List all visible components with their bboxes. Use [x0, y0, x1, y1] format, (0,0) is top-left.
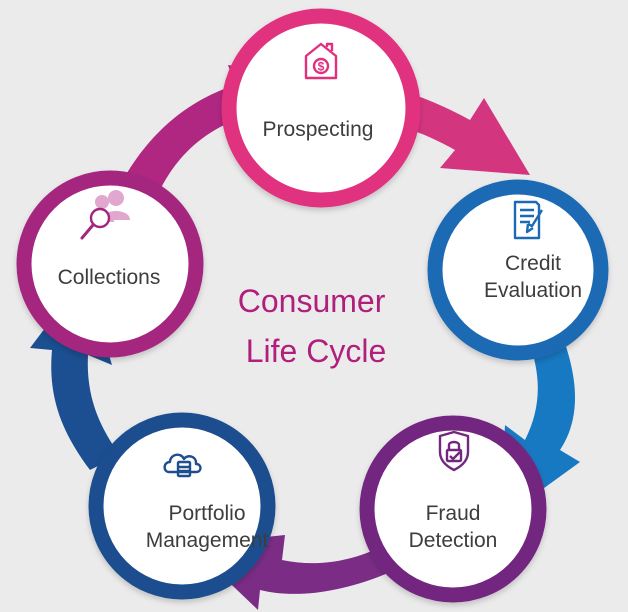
- house-dollar-icon: $: [304, 42, 338, 80]
- stage-label-prospecting: Prospecting: [263, 118, 374, 141]
- stage-label-line: Detection: [409, 529, 498, 552]
- stage-label-line: Prospecting: [263, 118, 374, 141]
- stage-ring: [16, 170, 204, 358]
- stage-collections: Collections: [16, 170, 204, 358]
- stage-ring: [221, 8, 421, 208]
- stage-ring: [359, 415, 547, 603]
- center-title-line2: Life Cycle: [246, 333, 387, 369]
- stage-label-line: Management: [146, 529, 269, 552]
- stage-ring: [427, 179, 609, 361]
- cloud-database-icon: [163, 453, 202, 478]
- stage-label-line: Collections: [58, 266, 161, 289]
- stage-label-line: Fraud: [426, 502, 481, 525]
- stage-label-collections: Collections: [58, 266, 161, 289]
- stage-ring: [88, 412, 276, 600]
- stage-label-line: Credit: [505, 252, 561, 275]
- stage-label-line: Evaluation: [484, 279, 582, 302]
- stage-label-line: Portfolio: [168, 502, 245, 525]
- svg-text:$: $: [318, 60, 325, 74]
- people-search-icon: [80, 190, 130, 240]
- stage-prospecting: $ Prospecting: [221, 8, 421, 208]
- shield-lock-icon: [438, 430, 470, 472]
- document-check-icon: [513, 200, 544, 240]
- center-title-line1: Consumer: [238, 283, 386, 319]
- center-title: Consumer Life Cycle: [238, 283, 395, 369]
